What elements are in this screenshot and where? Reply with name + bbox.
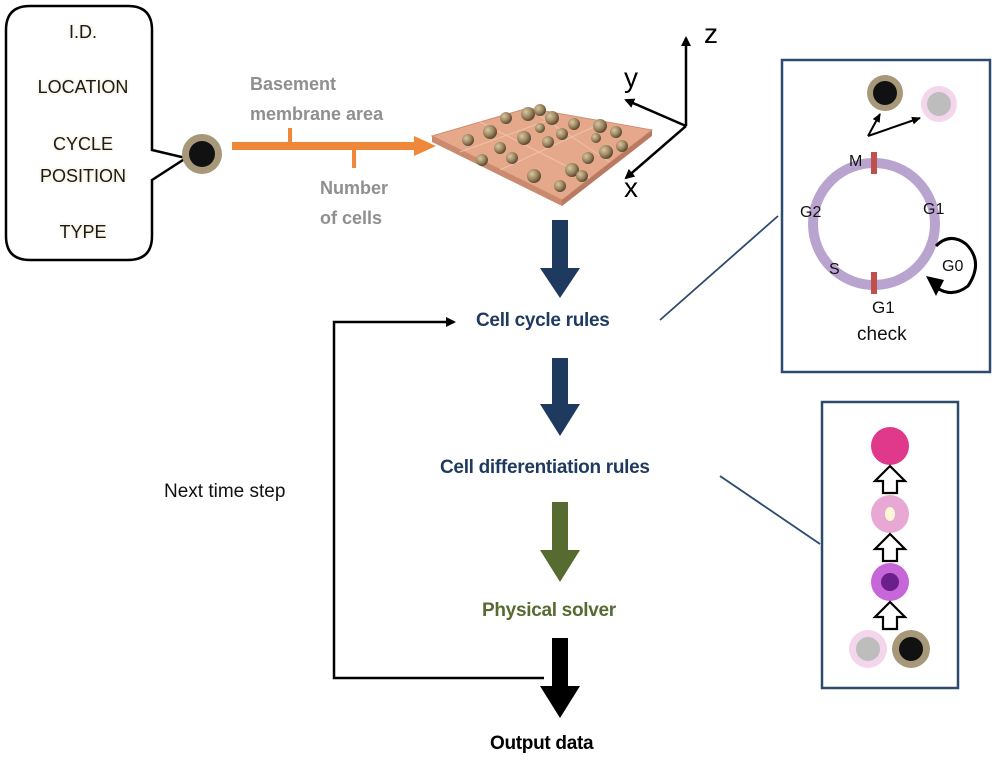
next-time-step-label: Next time step	[164, 481, 286, 502]
attribute-location: LOCATION	[37, 77, 129, 97]
basement-label-line2: membrane area	[250, 104, 384, 124]
g1-check-label-line1: G1	[872, 298, 895, 317]
attribute-id: I.D.	[68, 22, 97, 42]
hollow-up-arrow-1	[872, 464, 908, 495]
m-checkpoint	[871, 152, 877, 174]
tissue-plane	[430, 104, 654, 206]
phase-g0-label: G0	[942, 258, 964, 275]
attribute-type: TYPE	[59, 222, 107, 242]
arrow-to-cell-cycle	[540, 220, 580, 298]
hollow-up-arrow-3	[872, 600, 908, 631]
output-data-label: Output data	[490, 733, 594, 754]
attribute-callout	[4, 4, 190, 262]
pipeline-arrows	[540, 220, 580, 718]
arrow-to-output	[540, 638, 580, 718]
axes-3d	[624, 36, 691, 180]
input-arrow	[232, 128, 436, 168]
connector-differentiation	[719, 475, 821, 545]
connector-cell-cycle	[659, 215, 779, 321]
axis-z-label: z	[704, 18, 718, 49]
cells-label-line1: Number	[320, 178, 389, 198]
cells-label-line2: of cells	[320, 208, 383, 228]
phase-s-label: S	[829, 261, 840, 278]
phase-g1-label: G1	[923, 201, 945, 218]
phase-g2-label: G2	[800, 204, 822, 221]
feedback-loop	[332, 317, 544, 680]
g0-loop-arrow	[931, 237, 977, 294]
g1-checkpoint	[871, 272, 877, 294]
attribute-position: POSITION	[39, 166, 126, 186]
cell-cycle-rules-label: Cell cycle rules	[476, 310, 610, 331]
axis-x-label: x	[624, 172, 638, 203]
cell-differentiation-rules-label: Cell differentiation rules	[440, 457, 650, 478]
basement-label-line1: Basement	[250, 74, 337, 94]
arrow-to-differentiation	[540, 358, 580, 436]
physical-solver-label: Physical solver	[482, 600, 616, 621]
axis-y-label: y	[624, 62, 638, 93]
phase-m-label: M	[849, 153, 863, 170]
hollow-up-arrow-2	[872, 532, 908, 563]
arrow-to-physical-solver	[540, 502, 580, 582]
g1-check-label-line2: check	[857, 324, 907, 345]
attribute-cycle: CYCLE	[52, 134, 114, 154]
terminal-cell-icon	[871, 427, 909, 465]
